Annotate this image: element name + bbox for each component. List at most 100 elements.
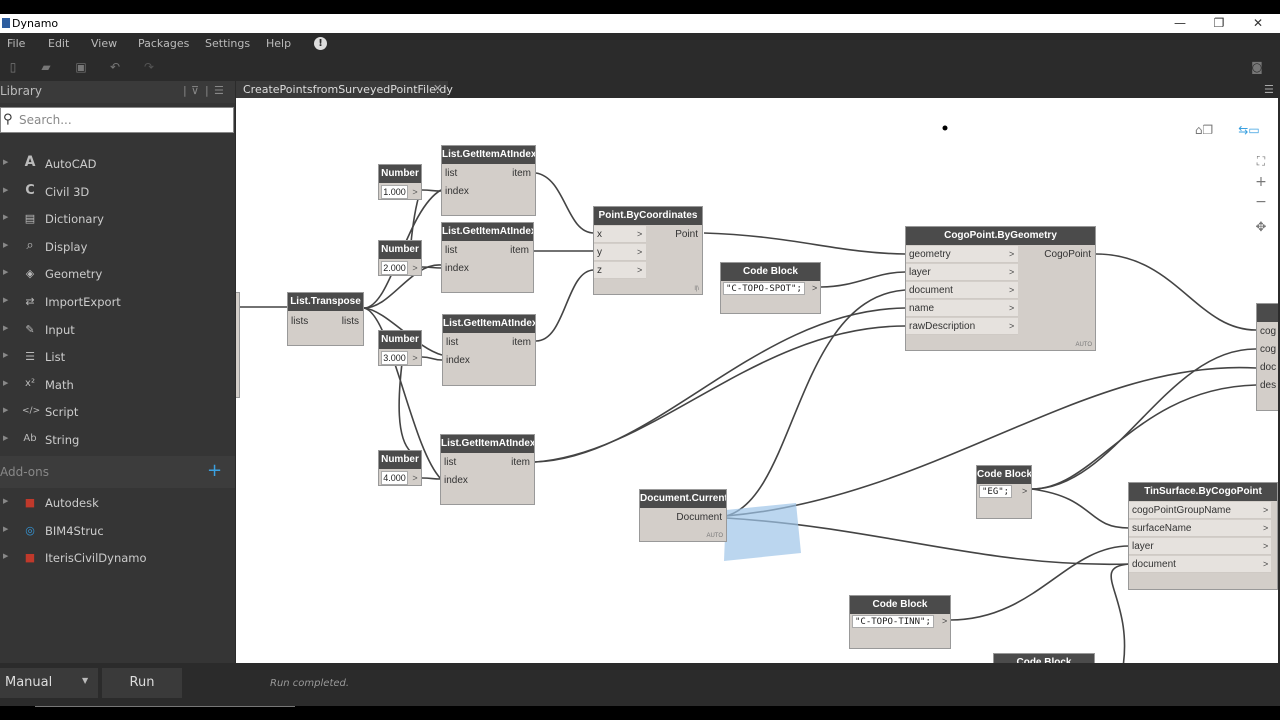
input-port[interactable]: cog	[1260, 344, 1277, 355]
menu-settings[interactable]: Settings	[205, 37, 251, 50]
node-document-current[interactable]: Document.Current Document AUTO	[639, 489, 727, 542]
minimize-button[interactable]: —	[1174, 16, 1186, 30]
input-port-geometry[interactable]: geometry	[906, 246, 1018, 263]
library-item-script[interactable]: ▶ </> Script	[0, 399, 235, 425]
zoom-in-icon[interactable]: +	[1255, 174, 1267, 190]
number-input[interactable]: 1.000	[381, 185, 408, 199]
menu-help[interactable]: Help	[266, 37, 292, 50]
partial-node-left[interactable]	[236, 292, 240, 398]
zoom-to-fit-icon[interactable]: ⛶	[1256, 154, 1266, 168]
library-item-list[interactable]: ▶ ☰ List	[0, 344, 235, 370]
add-package-icon[interactable]: +	[207, 460, 223, 481]
library-item-autocad[interactable]: ▶ A AutoCAD	[0, 151, 235, 177]
input-port-list[interactable]: list	[445, 168, 458, 179]
input-port-document[interactable]: document	[1129, 556, 1271, 573]
library-item-display[interactable]: ▶ ⌕ Display	[0, 234, 235, 260]
input-port[interactable]: des	[1260, 380, 1277, 391]
background-preview-icon[interactable]: ⌂❐	[1194, 123, 1214, 137]
node-get-item-at-index-2[interactable]: List.GetItemAtIndex list index item	[441, 222, 534, 293]
library-item-dictionary[interactable]: ▶ ▤ Dictionary	[0, 206, 235, 232]
node-tinsurface-by-cogopoint[interactable]: TinSurface.ByCogoPoint cogoPointGroupNam…	[1128, 482, 1278, 590]
menu-file[interactable]: File	[7, 37, 26, 50]
library-item-geometry[interactable]: ▶ ◈ Geometry	[0, 261, 235, 287]
run-button[interactable]: Run	[102, 668, 182, 698]
run-mode-dropdown[interactable]: Manual ▼	[0, 668, 98, 698]
input-port-z[interactable]: z	[594, 262, 646, 279]
graph-view-icon[interactable]: ⇆▭	[1238, 123, 1260, 137]
library-item-iteriscivildynamo[interactable]: ▶ ■ IterisCivilDynamo	[0, 545, 235, 571]
workspace-menu-icon[interactable]: ☰	[1264, 83, 1274, 96]
library-item-math[interactable]: ▶ x² Math	[0, 372, 235, 398]
number-input[interactable]: 3.000	[381, 351, 408, 365]
layout-icon[interactable]: ☰	[214, 84, 224, 97]
number-input[interactable]: 2.000	[381, 261, 408, 275]
output-arrow-icon[interactable]: >	[1022, 486, 1028, 496]
output-arrow-icon[interactable]: >	[942, 616, 948, 626]
input-port-list[interactable]: list	[444, 457, 457, 468]
search-input[interactable]	[19, 111, 229, 129]
library-item-autodesk[interactable]: ▶ ■ Autodesk	[0, 490, 235, 516]
input-port-surface-name[interactable]: surfaceName	[1129, 520, 1271, 537]
input-port-index[interactable]: index	[445, 263, 469, 274]
node-get-item-at-index-1[interactable]: List.GetItemAtIndex list index item	[441, 145, 536, 216]
menu-packages[interactable]: Packages	[138, 37, 190, 50]
output-arrow-icon[interactable]: >	[412, 187, 418, 197]
close-button[interactable]: ✕	[1252, 16, 1264, 30]
camera-icon[interactable]: ◙	[1251, 60, 1263, 74]
node-code-block-1[interactable]: Code Block "C-TOPO-SPOT"; >	[720, 262, 821, 314]
output-arrow-icon[interactable]: >	[412, 353, 418, 363]
pan-icon[interactable]: ✥	[1255, 220, 1267, 235]
output-port-item[interactable]: item	[510, 245, 529, 256]
menu-edit[interactable]: Edit	[48, 37, 70, 50]
output-arrow-icon[interactable]: >	[412, 473, 418, 483]
notification-icon[interactable]: !	[314, 37, 327, 50]
output-port-item[interactable]: item	[512, 337, 531, 348]
input-port-index[interactable]: index	[446, 355, 470, 366]
input-port[interactable]: doc	[1260, 362, 1277, 373]
library-item-importexport[interactable]: ▶ ⇄ ImportExport	[0, 289, 235, 315]
input-port-raw-description[interactable]: rawDescription	[906, 318, 1018, 335]
maximize-button[interactable]: ❐	[1213, 16, 1225, 30]
node-list-transpose[interactable]: List.Transpose lists lists	[287, 292, 364, 346]
node-code-block-3[interactable]: Code Block "C-TOPO-TINN"; >	[849, 595, 951, 649]
node-cogopoint-by-geometry[interactable]: CogoPoint.ByGeometry geometry > layer > …	[905, 226, 1096, 351]
output-arrow-icon[interactable]: >	[412, 263, 418, 273]
input-port-index[interactable]: index	[445, 186, 469, 197]
number-input[interactable]: 4.000	[381, 471, 408, 485]
library-item-input[interactable]: ▶ ✎ Input	[0, 317, 235, 343]
output-port-item[interactable]: item	[512, 168, 531, 179]
input-port-lists[interactable]: lists	[291, 316, 309, 327]
tab-close-icon[interactable]: ✕	[433, 82, 443, 95]
input-port-y[interactable]: y	[594, 244, 646, 261]
node-code-block-4[interactable]: Code Block	[993, 653, 1095, 663]
tab-workspace[interactable]: CreatePointsfromSurveyedPointFile.dy ✕	[236, 81, 453, 98]
library-item-string[interactable]: ▶ Ab String	[0, 427, 235, 453]
input-port-list[interactable]: list	[445, 245, 458, 256]
input-port-layer[interactable]: layer	[1129, 538, 1271, 555]
graph-canvas[interactable]: List.Transpose lists lists Number 1.000 …	[236, 98, 1278, 663]
node-code-block-2[interactable]: Code Block "EG"; >	[976, 465, 1032, 519]
partial-node-right[interactable]: cog cog doc des	[1256, 303, 1278, 411]
save-icon[interactable]: ▣	[75, 60, 87, 74]
input-port-x[interactable]: x	[594, 226, 646, 243]
menu-view[interactable]: View	[91, 37, 118, 50]
redo-icon[interactable]: ↷	[143, 60, 155, 74]
new-file-icon[interactable]: ▯	[9, 60, 17, 74]
output-port-document[interactable]: Document	[676, 512, 722, 523]
library-item-civil3d[interactable]: ▶ C Civil 3D	[0, 179, 235, 205]
input-port-layer[interactable]: layer	[906, 264, 1018, 281]
code-editor[interactable]: "C-TOPO-SPOT";	[723, 282, 805, 295]
node-get-item-at-index-4[interactable]: List.GetItemAtIndex list index item	[440, 434, 535, 505]
output-port-cogopoint[interactable]: CogoPoint	[1044, 249, 1091, 260]
undo-icon[interactable]: ↶	[109, 60, 121, 74]
output-port-lists[interactable]: lists	[341, 316, 359, 327]
node-point-by-coordinates[interactable]: Point.ByCoordinates x > y > z > Point l|…	[593, 206, 703, 295]
output-arrow-icon[interactable]: >	[812, 283, 818, 293]
filter-icon[interactable]: ⊽	[191, 84, 200, 97]
input-port-name[interactable]: name	[906, 300, 1018, 317]
input-port[interactable]: cog	[1260, 326, 1277, 337]
node-number-4[interactable]: Number 4.000 >	[378, 450, 422, 486]
open-file-icon[interactable]: ▰	[41, 60, 51, 74]
code-editor[interactable]: "C-TOPO-TINN";	[852, 615, 934, 628]
output-port-item[interactable]: item	[511, 457, 530, 468]
